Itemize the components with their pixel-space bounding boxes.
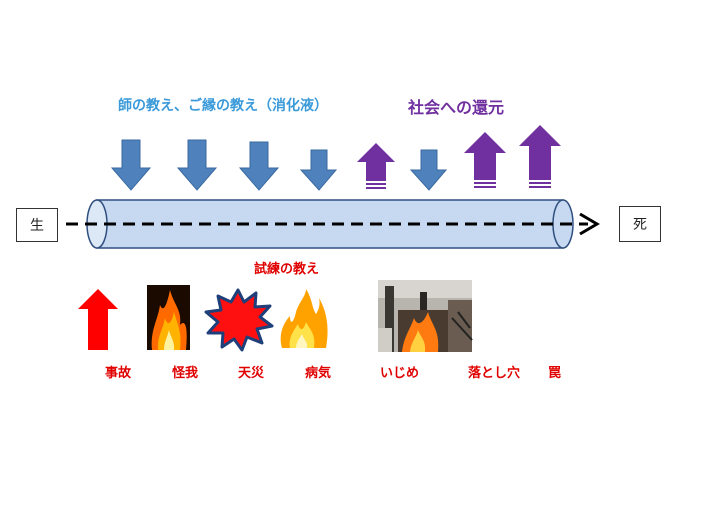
- injury-label: 怪我: [172, 366, 199, 381]
- fire-image: [147, 285, 190, 350]
- blue-down-arrow: [176, 139, 218, 191]
- blue-down-arrow: [409, 149, 448, 191]
- blue-down-arrow: [299, 149, 338, 191]
- blue-down-arrow: [110, 139, 152, 191]
- natural-disaster-label: 天災: [238, 366, 265, 381]
- pitfall-label: 落とし穴: [468, 366, 521, 381]
- blue-down-arrow: [238, 141, 280, 191]
- teacher-teaching-label: 師の教え、ご縁の教え（消化液）: [118, 98, 328, 114]
- purple-up-arrow: [464, 132, 506, 188]
- explosion-icon: [204, 288, 274, 352]
- disaster-photo: [378, 280, 473, 352]
- timeline-arrow: [66, 212, 600, 236]
- trial-teaching-label: 試練の教え: [254, 262, 320, 277]
- purple-up-arrow: [357, 143, 395, 189]
- life-tube: [86, 199, 574, 249]
- illness-label: 病気: [305, 366, 332, 381]
- trap-label: 罠: [548, 366, 562, 381]
- birth-box: 生: [16, 208, 58, 242]
- bullying-label: いじめ: [380, 366, 420, 381]
- accident-label: 事故: [105, 366, 132, 381]
- purple-up-arrow: [519, 125, 561, 188]
- red-up-arrow-icon: [78, 289, 118, 350]
- death-box: 死: [619, 206, 661, 242]
- flame-icon: [280, 289, 328, 348]
- social-return-label: 社会への還元: [408, 98, 505, 117]
